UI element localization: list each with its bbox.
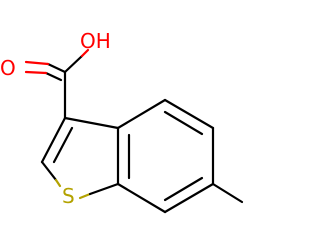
bond-c2-s	[40, 160, 58, 182]
bond-methyl	[211, 182, 244, 204]
bond-s-c7a-colored	[78, 192, 92, 200]
bond-s-c7a	[88, 182, 120, 196]
bond-c3-c2	[40, 116, 67, 164]
bond-oh-colored	[80, 48, 90, 58]
bond-carbonyl-1	[46, 62, 67, 74]
bond-c6-c7	[163, 182, 215, 214]
atom-label-o: O	[0, 56, 16, 80]
benzothiophene-carboxylic-acid-structure: OH O S	[0, 29, 244, 214]
bond-c4-c5	[163, 98, 215, 130]
bond-carboxyl-oh	[63, 54, 84, 74]
atom-label-oh: OH	[80, 29, 111, 53]
bond-c7-c7a	[116, 182, 167, 214]
atom-label-s: S	[62, 184, 75, 208]
bond-c2-s-colored	[54, 178, 62, 188]
bond-c3-c2-inner	[52, 126, 74, 164]
bond-carbonyl-2-colored	[24, 70, 48, 75]
bond-c6-c7-inner	[163, 176, 204, 202]
bond-carbonyl-2	[44, 71, 63, 82]
bond-carbonyl-1-colored	[24, 60, 50, 66]
bond-c3-c3a	[63, 116, 120, 130]
bond-c4-c5-inner	[163, 110, 204, 136]
bond-c3a-c4	[116, 98, 167, 130]
